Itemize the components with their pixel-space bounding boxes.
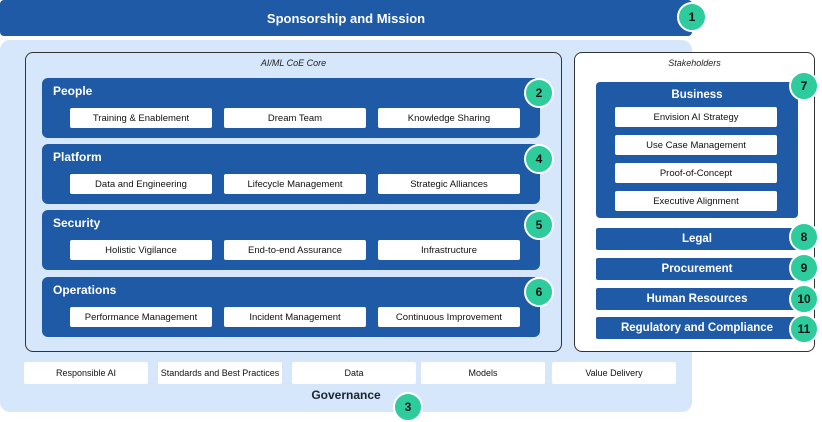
pill-strategic-alliances: Strategic Alliances (378, 174, 520, 194)
pill-end-to-end-assurance: End-to-end Assurance (224, 240, 366, 260)
stakeholder-human-resources: Human Resources (596, 288, 798, 310)
pill-performance-management: Performance Management (70, 307, 212, 327)
core-title: AI/ML CoE Core (260, 58, 327, 68)
pill-use-case-management: Use Case Management (615, 135, 777, 155)
section-title: People (53, 84, 93, 98)
people-badge: 2 (524, 78, 554, 108)
platform-badge: 4 (524, 144, 554, 174)
sponsorship-title: Sponsorship and Mission (266, 10, 426, 26)
governance-title: Governance (311, 388, 381, 402)
governance-badge: 3 (393, 392, 423, 422)
pill-data-engineering: Data and Engineering (70, 174, 212, 194)
business-badge: 7 (789, 71, 819, 101)
security-badge: 5 (524, 210, 554, 240)
pill-holistic-vigilance: Holistic Vigilance (70, 240, 212, 260)
gov-data: Data (292, 362, 416, 384)
stakeholder-human-resources-label: Human Resources (646, 293, 748, 305)
human-resources-badge: 10 (789, 284, 819, 314)
core-frame (25, 52, 562, 352)
stakeholder-regulatory-label: Regulatory and Compliance (620, 322, 774, 334)
pill-infrastructure: Infrastructure (378, 240, 520, 260)
section-platform: Platform Data and Engineering Lifecycle … (42, 144, 540, 204)
legal-badge: 8 (789, 222, 819, 252)
stakeholder-procurement: Procurement (596, 258, 798, 280)
pill-executive-alignment: Executive Alignment (615, 191, 777, 211)
sponsorship-badge: 1 (677, 2, 707, 32)
pill-knowledge-sharing: Knowledge Sharing (378, 108, 520, 128)
regulatory-badge: 11 (789, 314, 819, 344)
pill-envision-ai-strategy: Envision AI Strategy (615, 107, 777, 127)
section-people: People Training & Enablement Dream Team … (42, 78, 540, 138)
stakeholder-procurement-label: Procurement (661, 263, 733, 275)
section-title: Operations (53, 283, 117, 297)
gov-standards-best-practices: Standards and Best Practices (158, 362, 282, 384)
business-box: Business Envision AI Strategy Use Case M… (596, 82, 798, 218)
gov-value-delivery: Value Delivery (552, 362, 676, 384)
stakeholders-title: Stakeholders (668, 58, 721, 68)
procurement-badge: 9 (789, 253, 819, 283)
stakeholder-legal: Legal (596, 228, 798, 250)
operations-badge: 6 (524, 277, 554, 307)
section-title: Platform (53, 150, 102, 164)
section-operations: Operations Performance Management Incide… (42, 277, 540, 337)
pill-continuous-improvement: Continuous Improvement (378, 307, 520, 327)
section-security: Security Holistic Vigilance End-to-end A… (42, 210, 540, 270)
gov-models: Models (421, 362, 545, 384)
pill-training-enablement: Training & Enablement (70, 108, 212, 128)
gov-responsible-ai: Responsible AI (24, 362, 148, 384)
section-title: Security (53, 216, 101, 230)
sponsorship-bar: Sponsorship and Mission (0, 0, 692, 36)
stakeholder-legal-label: Legal (681, 233, 713, 245)
pill-proof-of-concept: Proof-of-Concept (615, 163, 777, 183)
pill-incident-management: Incident Management (224, 307, 366, 327)
business-title: Business (671, 89, 723, 101)
pill-lifecycle-management: Lifecycle Management (224, 174, 366, 194)
pill-dream-team: Dream Team (224, 108, 366, 128)
stakeholder-regulatory: Regulatory and Compliance (596, 317, 798, 339)
